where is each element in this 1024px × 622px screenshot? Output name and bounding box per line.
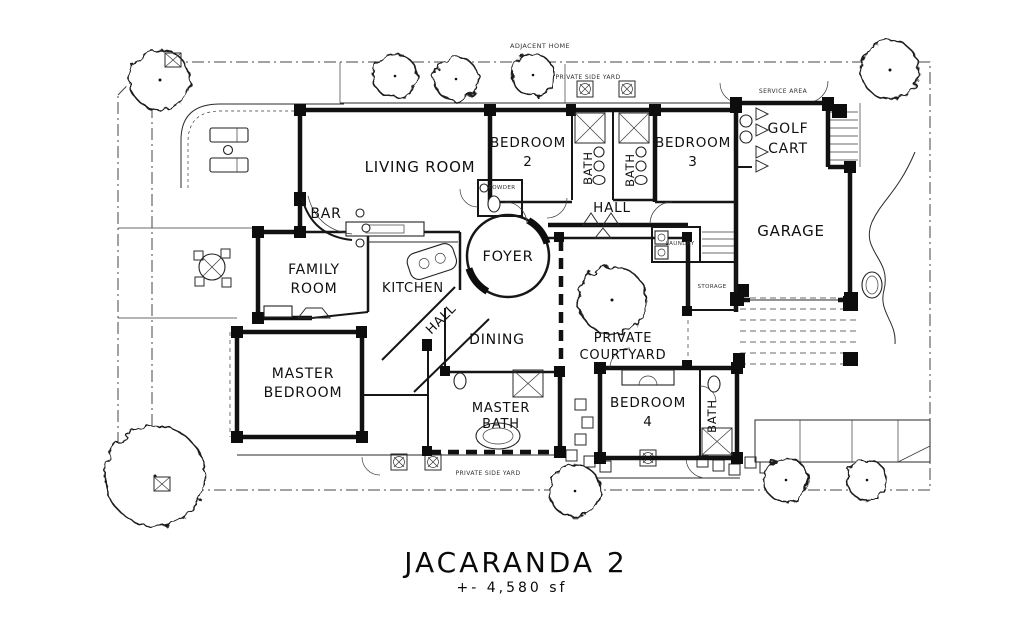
bedroom4-label: BEDROOM — [610, 395, 686, 411]
family-room-label-1: FAMILY — [288, 262, 340, 278]
master-bath-label-2: BATH — [482, 417, 520, 432]
bath-left-label: BATH — [581, 151, 595, 185]
service-area-label: SERVICE AREA — [759, 88, 808, 95]
bar-label: BAR — [310, 206, 341, 222]
storage-label: STORAGE — [698, 284, 727, 290]
hall-diagonal-label: HALL — [423, 301, 459, 337]
golf-cart-label-2: CART — [768, 141, 808, 157]
hall-bedrooms-label: HALL — [593, 200, 631, 216]
toilet-icon — [487, 195, 501, 213]
tree-centers — [153, 52, 892, 493]
dining-label: DINING — [469, 332, 525, 348]
foyer-label: FOYER — [482, 249, 533, 265]
adjacent-home-label: ADJACENT HOME — [510, 42, 570, 50]
driveway — [830, 103, 916, 345]
powder-label: POWDER — [488, 185, 515, 191]
bedroom4-number: 4 — [643, 414, 652, 430]
lounge-chair — [209, 127, 249, 143]
bath4-shower-icon — [701, 427, 733, 456]
fixtures — [263, 107, 770, 456]
lounge-chair — [209, 157, 249, 173]
plan-name: JACARANDA 2 — [402, 546, 628, 579]
stair-hatch — [702, 231, 734, 254]
garage-label: GARAGE — [757, 222, 825, 240]
side-yard-top-label: PRIVATE SIDE YARD — [555, 74, 620, 81]
kitchen-label: KITCHEN — [382, 281, 444, 296]
master-bedroom-label-1: MASTER — [272, 366, 334, 382]
bath4-label: BATH — [705, 399, 719, 433]
shower-icon — [574, 112, 650, 144]
master-shower-icon — [512, 369, 544, 398]
bedroom3-number: 3 — [688, 154, 697, 170]
living-room-label: LIVING ROOM — [365, 158, 476, 176]
fountain — [861, 271, 883, 299]
master-bath-label-1: MASTER — [472, 401, 530, 416]
side-patio — [193, 248, 232, 437]
plan-title: JACARANDA 2 +- 4,580 sf — [402, 546, 628, 596]
bedroom2-number: 2 — [523, 154, 532, 170]
side-table — [222, 144, 234, 156]
bedroom3-label: BEDROOM — [655, 135, 731, 151]
bedroom2-label: BEDROOM — [490, 135, 566, 151]
entry-steps-hatch — [830, 104, 858, 161]
site-labels: ADJACENT HOME PRIVATE SIDE YARD SERVICE … — [455, 42, 807, 477]
master-tub — [475, 422, 521, 450]
laundry-label: LAUNDRY — [666, 241, 695, 247]
courtyard-label-1: PRIVATE — [594, 331, 652, 346]
house-walls — [234, 100, 853, 461]
pergola-trellis — [733, 271, 883, 368]
bath-right-label: BATH — [623, 153, 637, 187]
plan-area: +- 4,580 sf — [457, 580, 568, 596]
front-patio — [180, 103, 344, 188]
rear-patio-grid — [754, 419, 931, 463]
side-yard-bottom-label: PRIVATE SIDE YARD — [455, 470, 520, 477]
golf-cart-label-1: GOLF — [768, 121, 809, 137]
master-bedroom-label-2: BEDROOM — [264, 385, 343, 401]
family-room-label-2: ROOM — [290, 281, 337, 297]
courtyard-label-2: COURTYARD — [580, 348, 667, 363]
kitchen-island — [406, 243, 458, 280]
stepping-stones — [565, 398, 772, 476]
